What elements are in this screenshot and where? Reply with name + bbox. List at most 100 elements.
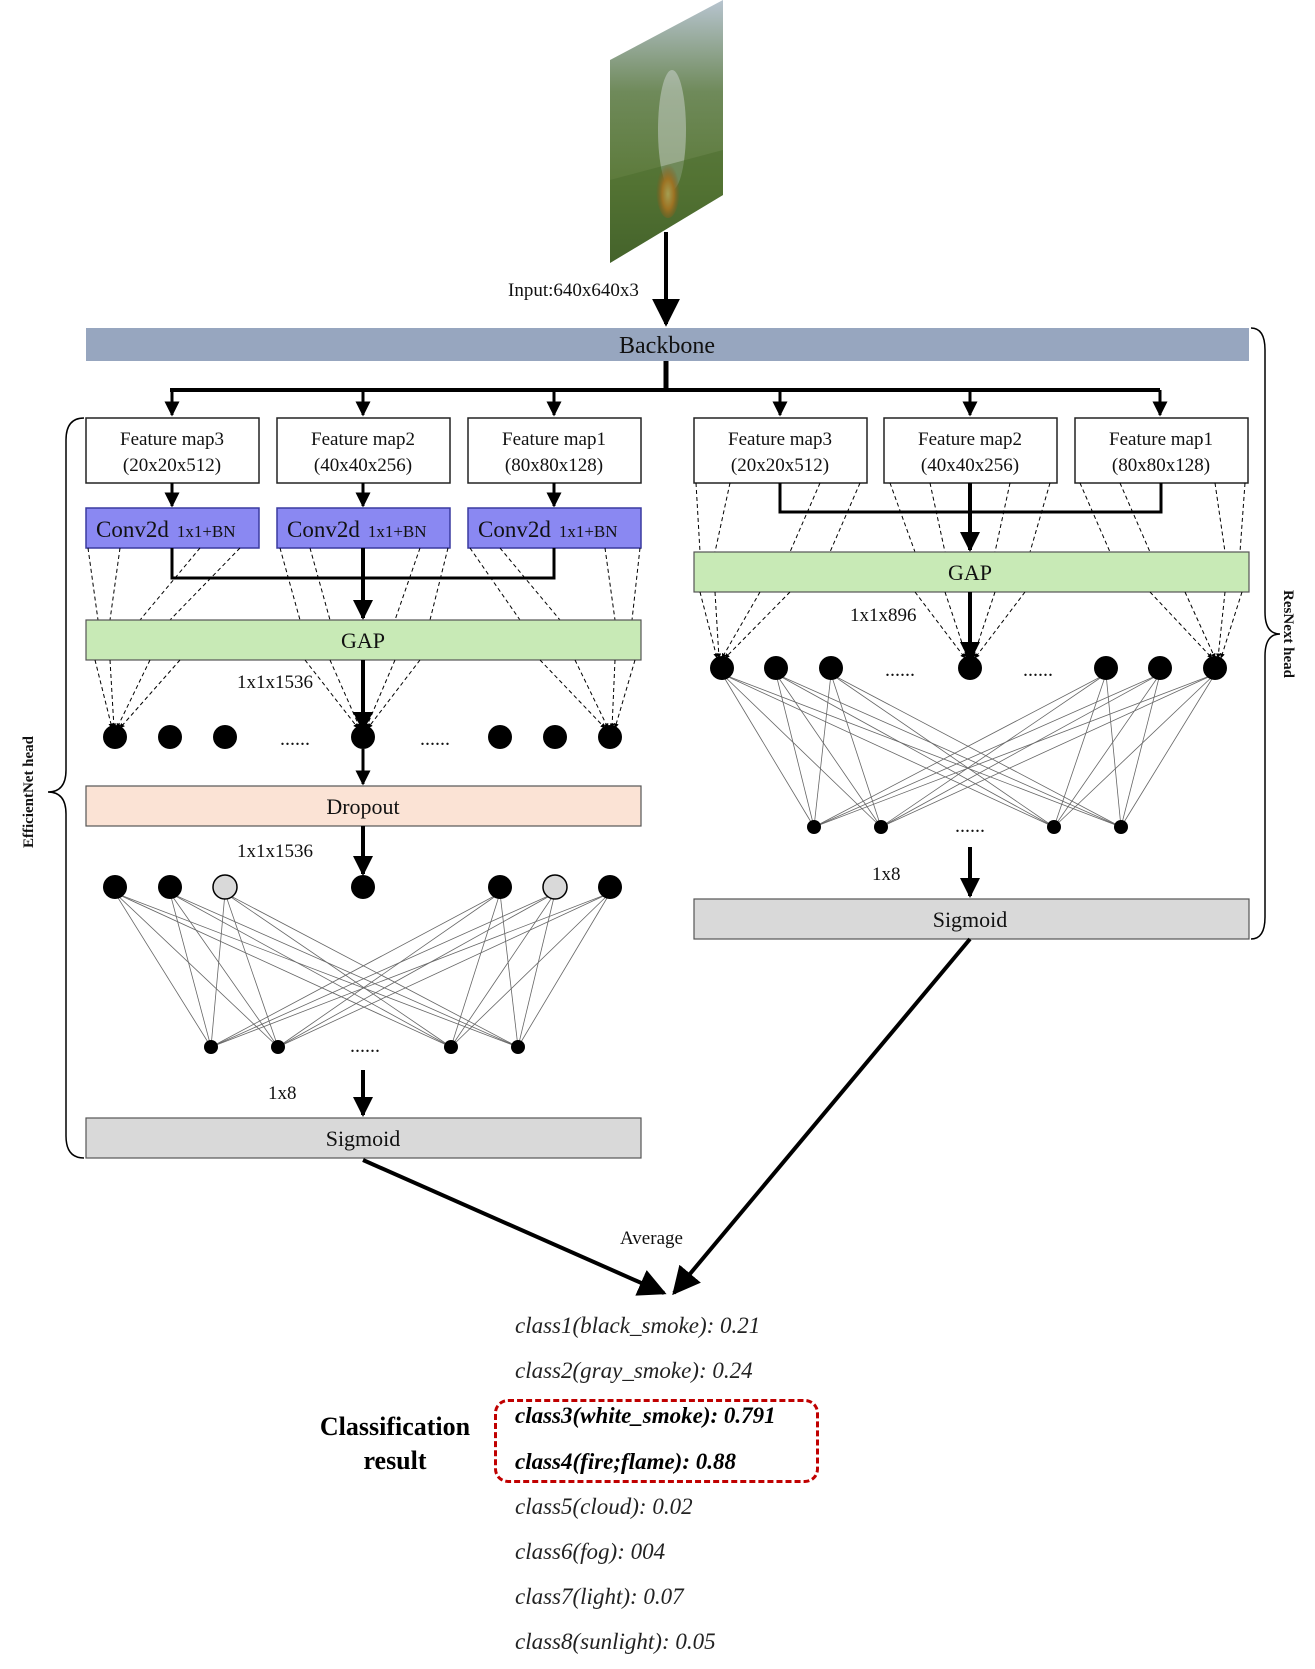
resnext-head-brace [1250, 327, 1281, 940]
fc-connection [880, 673, 1216, 828]
fc-connection [169, 892, 452, 1048]
classification-label-line2: result [363, 1446, 427, 1475]
fc-connection [830, 673, 882, 828]
fc-connection [450, 892, 611, 1048]
fc-connection [277, 892, 501, 1048]
eff-feature-map3-box [85, 417, 260, 484]
fc-connection [114, 892, 519, 1048]
eff-output-dim: 1x8 [268, 1083, 297, 1104]
eff-gap-neurons [103, 725, 622, 749]
class-result-3: class3(white_smoke): 0.791 [515, 1403, 776, 1428]
fc-connection [721, 673, 882, 828]
eff-fm2-name: Feature map2 [311, 429, 415, 450]
res-fm2-name: Feature map2 [918, 429, 1022, 450]
res-fm1-dims: (80x80x128) [1112, 455, 1210, 476]
eff-ellipsis-3: ...... [350, 1035, 380, 1057]
res-fc-connections [721, 673, 1216, 828]
fc-connection [169, 892, 212, 1048]
class-result-4: class4(fire;flame): 0.88 [515, 1449, 736, 1474]
efficientnet-head-brace [47, 417, 85, 1159]
fc-connection [210, 892, 611, 1048]
fc-connection [775, 673, 1122, 828]
fc-connection [210, 892, 226, 1048]
res-sigmoid-block [693, 898, 1250, 940]
eff-sigmoid-block [85, 1117, 642, 1159]
class-result-6: class6(fog): 004 [515, 1539, 666, 1564]
fc-connection [721, 673, 1122, 828]
res-to-average-arrow [672, 937, 972, 1296]
res-fm2-dims: (40x40x256) [921, 455, 1019, 476]
dropout-label: Dropout [326, 794, 399, 819]
fc-connection [224, 892, 519, 1048]
fc-connection [114, 892, 212, 1048]
fc-connection [210, 892, 501, 1048]
eff-ellipsis-2: ...... [420, 728, 450, 750]
fc-connection [1105, 673, 1122, 828]
resnext-head: Feature map3 (20x20x512) Feature map2 (4… [693, 327, 1296, 940]
eff-ellipsis-1: ...... [280, 728, 310, 750]
fc-connection [277, 892, 556, 1048]
fc-connection [277, 892, 611, 1048]
fc-connection [210, 892, 556, 1048]
eff-conv-box-1 [85, 507, 260, 549]
fc-connection [1120, 673, 1216, 828]
input-label: Input:640x640x3 [508, 280, 639, 301]
fc-connection [1120, 673, 1161, 828]
fc-connection [775, 673, 1055, 828]
fc-connection [813, 673, 832, 828]
res-feature-map2-box [883, 417, 1058, 484]
eff-fm1-name: Feature map1 [502, 429, 606, 450]
eff-feature-map1-box [467, 417, 642, 484]
res-feature-map1-box [1074, 417, 1249, 484]
fc-connection [450, 892, 501, 1048]
fc-connection [830, 673, 1055, 828]
fc-connection [830, 673, 1122, 828]
classification-result-label: Classification result [300, 1410, 490, 1478]
eff-output-neurons [204, 1040, 525, 1054]
fc-connection [1053, 673, 1216, 828]
res-gap-neurons [710, 656, 1227, 680]
fc-connection [169, 892, 519, 1048]
class-result-2: class2(gray_smoke): 0.24 [515, 1358, 753, 1383]
fc-connection [499, 892, 519, 1048]
average-label: Average [620, 1228, 683, 1249]
eff-dropout-neurons [103, 874, 622, 900]
eff-fm1-dims: (80x80x128) [505, 455, 603, 476]
res-output-dim: 1x8 [872, 864, 901, 885]
dropout-dim: 1x1x1536 [237, 841, 313, 862]
fc-connection [813, 673, 1216, 828]
input-image [610, 0, 723, 263]
fc-connection [1053, 673, 1161, 828]
res-ellipsis-2: ...... [1023, 659, 1053, 681]
res-ellipsis-3: ...... [955, 815, 985, 837]
fc-connection [517, 892, 556, 1048]
fc-connection [224, 892, 452, 1048]
res-sigmoid-label: Sigmoid [933, 907, 1008, 932]
eff-to-average-arrow [362, 1158, 667, 1296]
fc-connection [721, 673, 1055, 828]
res-fm1-name: Feature map1 [1109, 429, 1213, 450]
class-result-7: class7(light): 0.07 [515, 1584, 684, 1609]
eff-feature-map2-box [276, 417, 451, 484]
fc-connection [880, 673, 1107, 828]
res-ellipsis-1: ...... [885, 659, 915, 681]
fc-connection [114, 892, 452, 1048]
fc-connection [517, 892, 611, 1048]
resnext-head-label: ResNext head [1280, 590, 1296, 679]
dropout-block [85, 785, 642, 827]
backbone-block [86, 328, 1249, 361]
classification-label-line1: Classification [319, 1412, 471, 1441]
res-gap-dim: 1x1x896 [850, 605, 917, 626]
eff-conv-box-3 [467, 507, 642, 549]
class-result-1: class1(black_smoke): 0.21 [515, 1313, 761, 1338]
fc-connection [114, 892, 279, 1048]
fc-connection [813, 673, 1107, 828]
fc-connection [880, 673, 1161, 828]
eff-gap-label: GAP [341, 628, 385, 653]
eff-fm3-name: Feature map3 [120, 429, 224, 450]
efficientnet-head: Feature map3 (20x20x512) Feature map2 (4… [21, 417, 642, 1159]
fc-connection [1053, 673, 1107, 828]
